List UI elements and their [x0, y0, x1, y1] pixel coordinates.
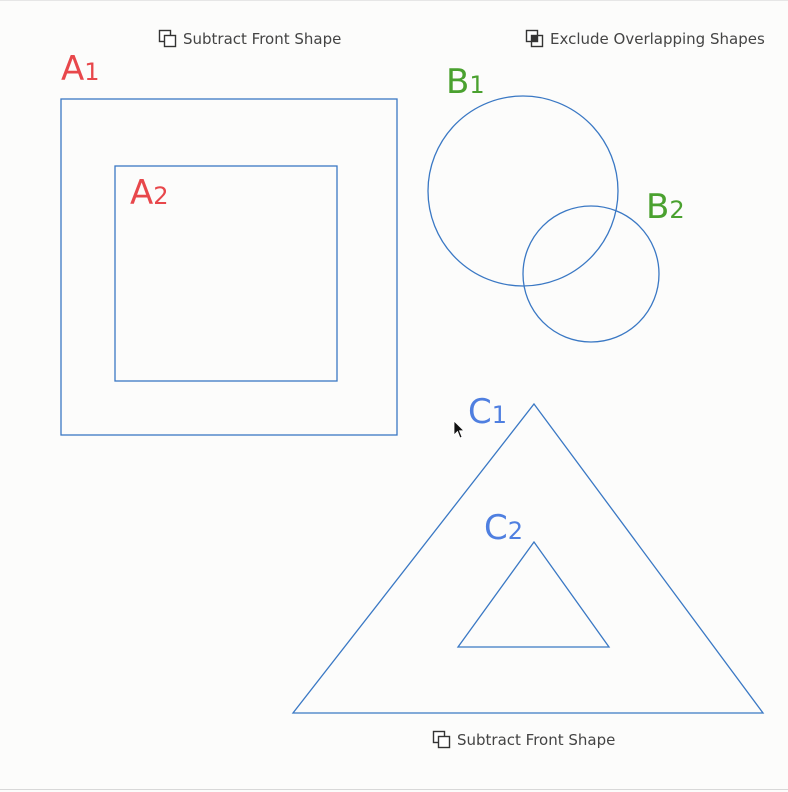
label-letter: B: [446, 62, 470, 102]
label-index: 1: [84, 58, 100, 86]
label-letter: C: [468, 392, 492, 432]
label-index: 1: [491, 401, 508, 429]
circle-b1[interactable]: [427, 95, 619, 287]
label-index: 2: [153, 182, 169, 210]
label-b1: B1: [446, 65, 485, 99]
exclude-overlapping-shapes-icon: [525, 29, 544, 48]
label-letter: A: [61, 49, 85, 89]
top-divider: [0, 0, 788, 1]
square-a2[interactable]: [114, 165, 338, 382]
label-a2: A2: [130, 176, 169, 210]
label-b2: B2: [646, 190, 685, 224]
label-letter: B: [646, 187, 670, 227]
bottom-divider: [0, 789, 788, 790]
operation-label: Exclude Overlapping Shapes: [550, 30, 765, 48]
label-c1: C1: [468, 395, 507, 429]
circle-b2[interactable]: [522, 205, 660, 343]
label-letter: A: [130, 173, 154, 213]
operation-label: Subtract Front Shape: [183, 30, 342, 48]
subtract-front-shape-label-top: Subtract Front Shape: [158, 29, 341, 49]
triangle-c1[interactable]: [291, 402, 765, 714]
label-index: 2: [507, 517, 524, 545]
label-c2: C2: [484, 511, 523, 545]
triangle-c2[interactable]: [456, 540, 611, 648]
subtract-front-shape-icon: [158, 29, 177, 48]
label-index: 1: [469, 71, 485, 99]
square-a1[interactable]: [60, 98, 398, 436]
label-letter: C: [484, 508, 508, 548]
mouse-pointer-icon: [453, 420, 465, 439]
exclude-overlapping-shapes-label: Exclude Overlapping Shapes: [525, 29, 765, 49]
subtract-front-shape-label-bottom: Subtract Front Shape: [432, 730, 615, 750]
label-index: 2: [669, 196, 685, 224]
subtract-front-shape-icon: [432, 730, 451, 749]
operation-label: Subtract Front Shape: [457, 731, 616, 749]
label-a1: A1: [61, 52, 100, 86]
